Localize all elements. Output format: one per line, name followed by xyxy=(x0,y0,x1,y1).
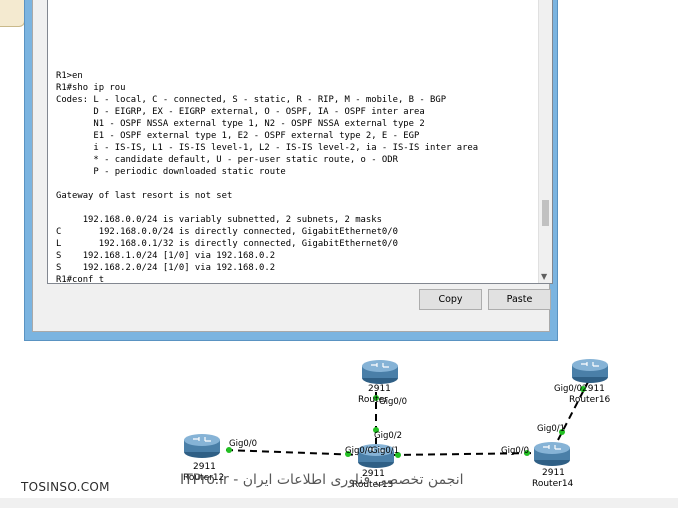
terminal-line: Gateway of last resort is not set xyxy=(56,191,233,201)
terminal-line: C 192.168.0.0/24 is directly connected, … xyxy=(56,227,398,237)
link-status-dot xyxy=(373,427,379,433)
link-status-dot xyxy=(524,450,530,456)
terminal-line: P - periodic downloaded static route xyxy=(56,167,286,177)
router-top-icon[interactable] xyxy=(362,360,398,384)
terminal-line: N1 - OSPF NSSA external type 1, N2 - OSP… xyxy=(56,119,425,129)
port-label-r12-g00: Gig0/0 xyxy=(229,439,258,449)
bottom-strip xyxy=(0,498,678,508)
link-status-dot xyxy=(395,452,401,458)
terminal-line: E1 - OSPF external type 1, E2 - OSPF ext… xyxy=(56,131,420,141)
router-top-model: 2911 xyxy=(368,384,391,394)
terminal-line: D - EIGRP, EX - EIGRP external, O - OSPF… xyxy=(56,107,425,117)
router12-model: 2911 xyxy=(193,462,216,472)
copy-button[interactable]: Copy xyxy=(419,289,482,310)
link-r13-r14[interactable] xyxy=(391,452,541,456)
terminal-line: 192.168.0.0/24 is variably subnetted, 2 … xyxy=(56,215,382,225)
scrollbar-thumb[interactable] xyxy=(542,200,549,226)
port-label-r14-g01: Gig0/1 xyxy=(537,424,566,434)
router12-name: Router12 xyxy=(183,473,225,483)
terminal-line xyxy=(56,178,536,190)
port-label-r16-g00: Gig0/0 xyxy=(554,384,583,394)
link-status-dot xyxy=(226,447,232,453)
terminal-line: S 192.168.1.0/24 [1/0] via 192.168.0.2 xyxy=(56,251,276,261)
router13-icon[interactable] xyxy=(358,444,394,468)
router16-icon[interactable] xyxy=(572,359,608,383)
terminal-line: R1#conf t xyxy=(56,275,105,284)
scroll-down-icon[interactable]: ▼ xyxy=(541,272,548,281)
router14-model: 2911 xyxy=(542,468,565,478)
router13-name: Router13 xyxy=(352,480,394,490)
paste-button[interactable]: Paste xyxy=(488,289,551,310)
link-status-dot xyxy=(345,451,351,457)
port-label-r14-g00: Gig0/0 xyxy=(501,446,530,456)
watermark-itpro: ITPro.ir - انجمن تخصصی فناوری اطلاعات ای… xyxy=(180,472,464,488)
terminal-line: R1#sho ip rou xyxy=(56,83,126,93)
port-label-top-g00: Gig0/0 xyxy=(379,397,408,407)
terminal-line: Codes: L - local, C - connected, S - sta… xyxy=(56,95,447,105)
router16-model: 2911 xyxy=(582,384,605,394)
terminal-line: S 192.168.2.0/24 [1/0] via 192.168.0.2 xyxy=(56,263,276,273)
workspace-logical-icon[interactable] xyxy=(0,0,25,27)
router13-model: 2911 xyxy=(362,469,385,479)
router14-icon[interactable] xyxy=(534,442,570,466)
link-status-dot xyxy=(373,395,379,401)
watermark-tosinso: TOSINSO.COM xyxy=(21,480,110,494)
port-label-r13-g02: Gig0/2 xyxy=(374,431,403,441)
terminal-scrollbar[interactable]: ▼ xyxy=(538,0,552,283)
router14-name: Router14 xyxy=(532,479,574,489)
terminal-line: L 192.168.0.1/32 is directly connected, … xyxy=(56,239,398,249)
router12-icon[interactable] xyxy=(184,434,220,458)
link-status-dot xyxy=(580,386,586,392)
router16-name: Router16 xyxy=(569,395,611,405)
router-top-name: Router xyxy=(358,395,388,405)
network-topology xyxy=(184,359,608,468)
terminal-line: R1>en xyxy=(56,71,83,81)
terminal-line: * - candidate default, U - per-user stat… xyxy=(56,155,398,165)
port-label-r13-g00: Gig0/0 xyxy=(345,446,374,456)
port-label-r13-g01: Gig0/1 xyxy=(371,446,400,456)
link-r12-r13[interactable] xyxy=(225,449,363,456)
link-status-dot xyxy=(559,429,565,435)
terminal-line xyxy=(56,202,536,214)
terminal-line: i - IS-IS, L1 - IS-IS level-1, L2 - IS-I… xyxy=(56,143,479,153)
